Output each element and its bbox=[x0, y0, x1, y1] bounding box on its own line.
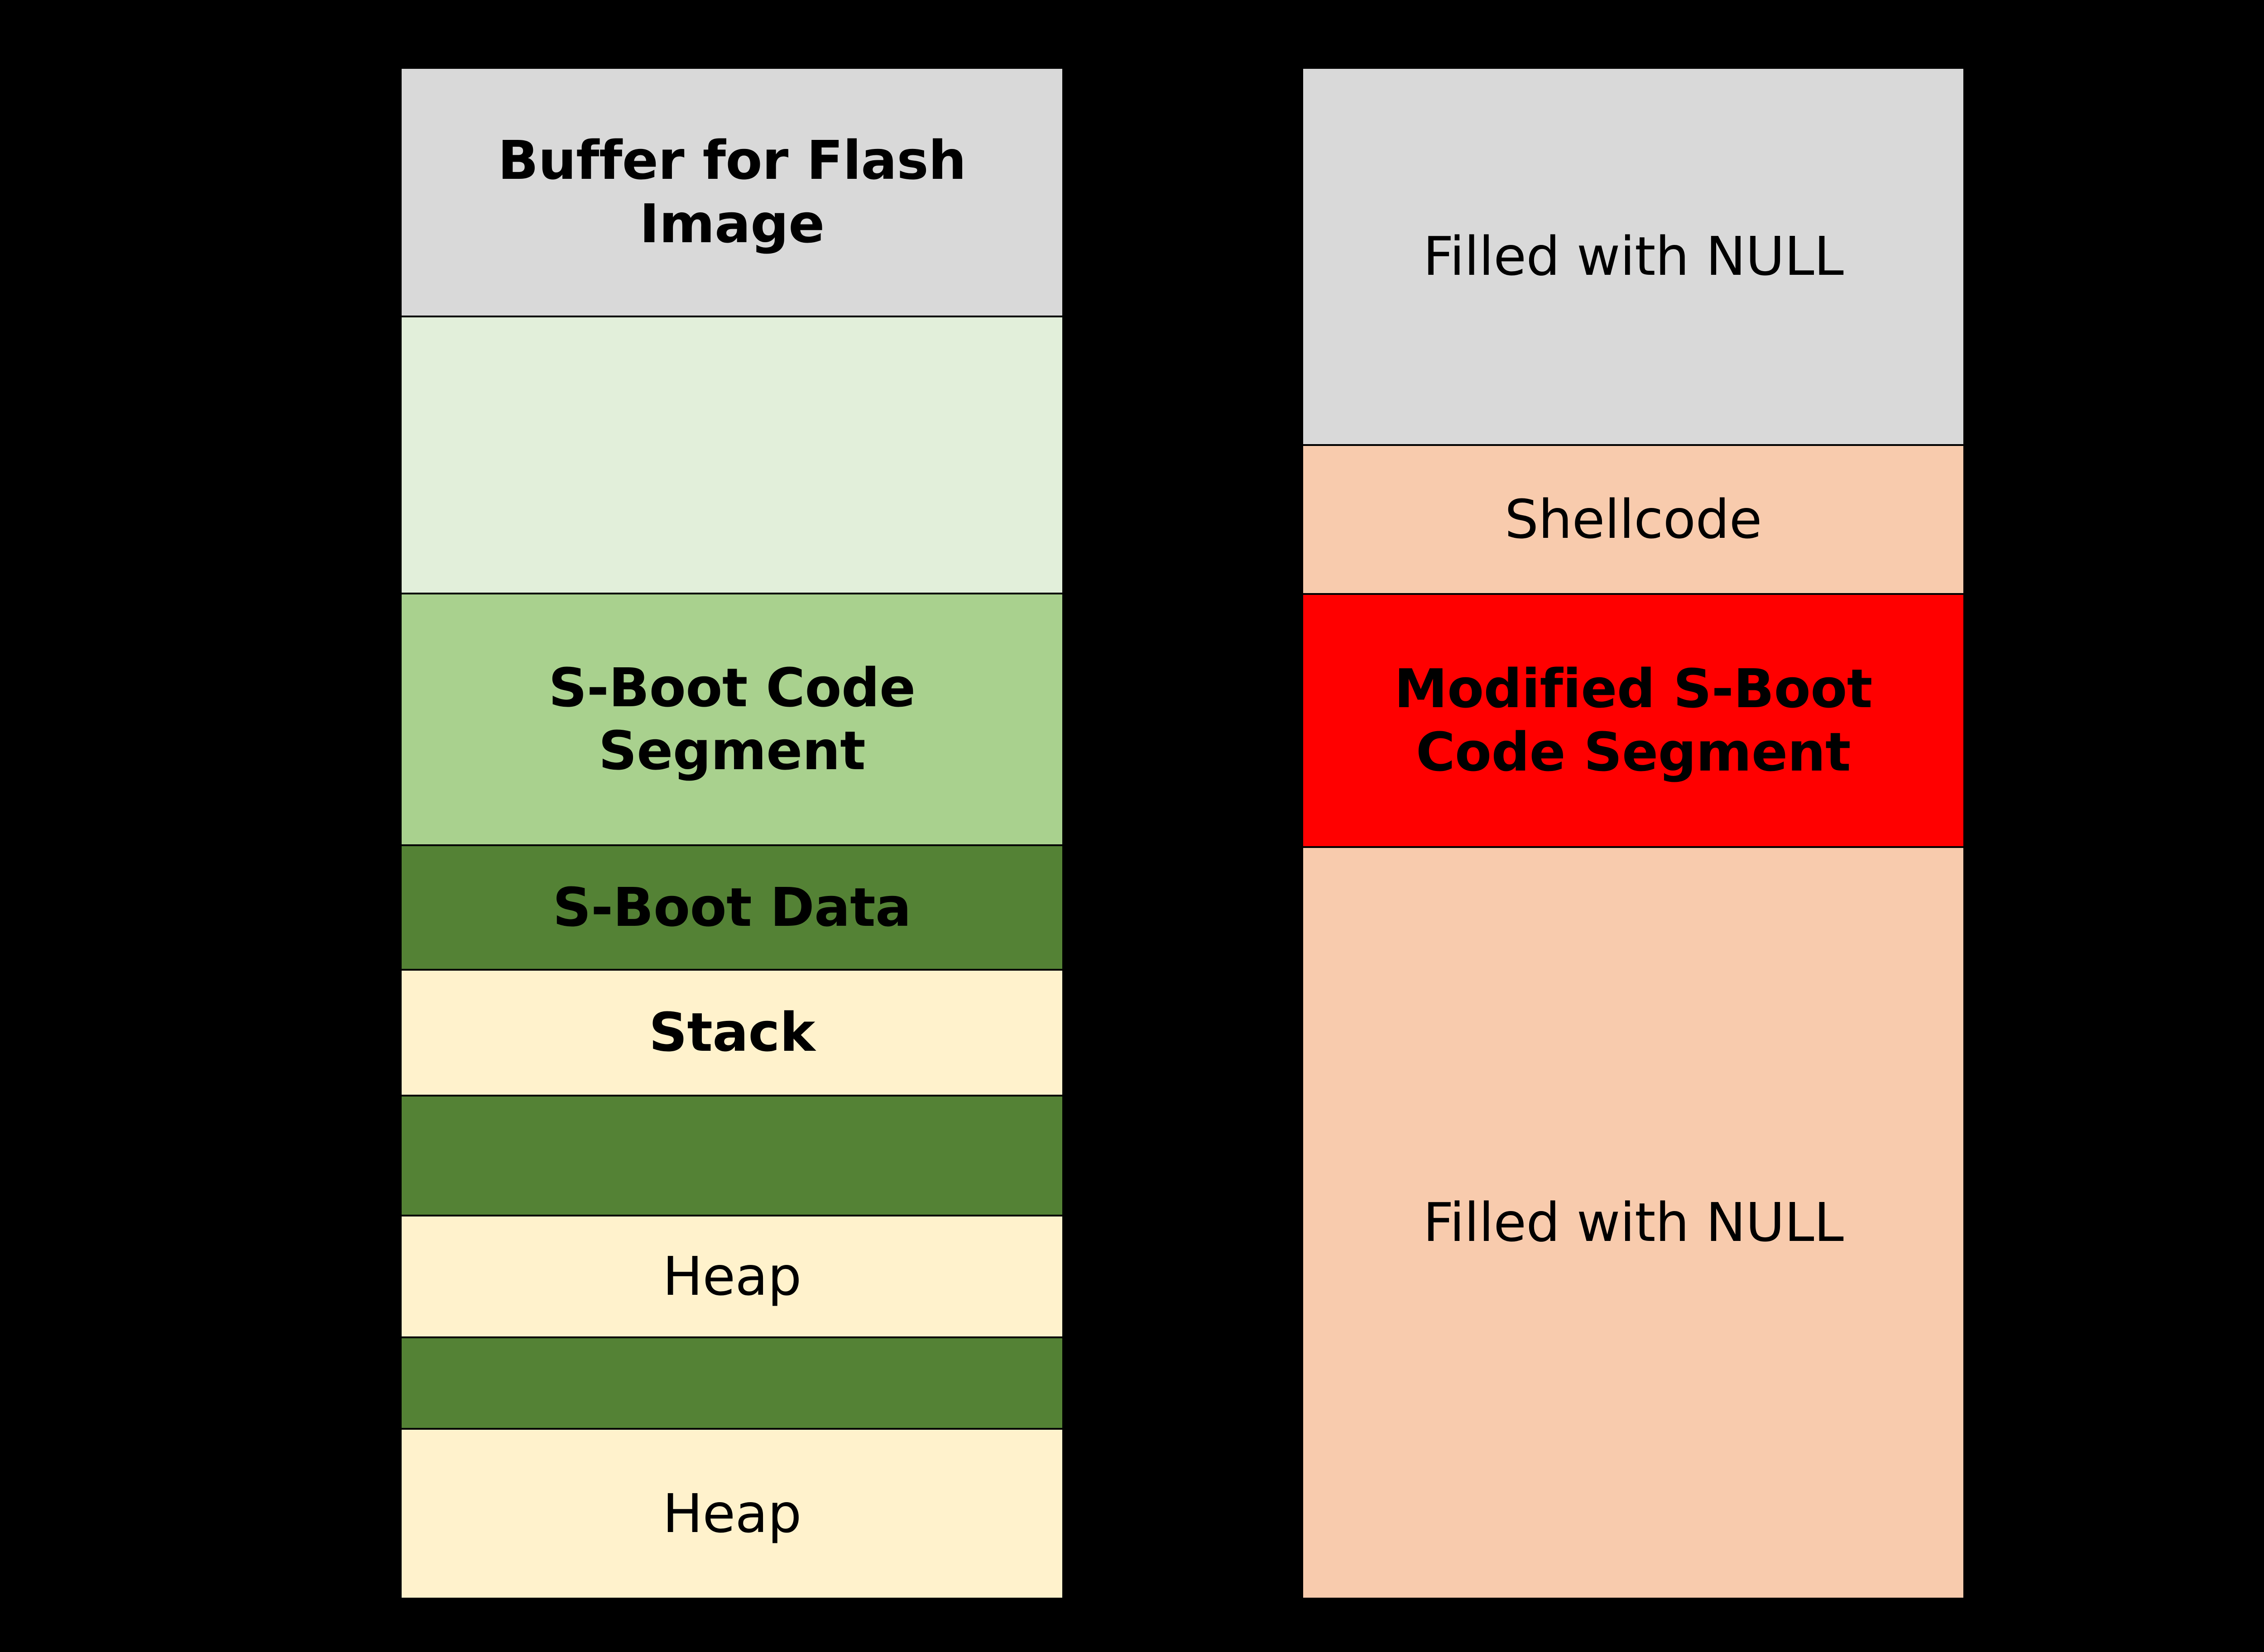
segment-label: Modified S-Boot Code Segment bbox=[1394, 657, 1872, 783]
segment-label: S-Boot Code Segment bbox=[548, 656, 916, 782]
segment-label: S-Boot Data bbox=[552, 876, 911, 939]
segment-heap-second: Heap bbox=[402, 1430, 1062, 1598]
segment-s-boot-code-segment: S-Boot Code Segment bbox=[402, 594, 1062, 846]
segment-s-boot-data: S-Boot Data bbox=[402, 846, 1062, 971]
segment-gap-two bbox=[402, 1338, 1062, 1430]
segment-label: Heap bbox=[662, 1482, 801, 1545]
segment-label: Shellcode bbox=[1505, 488, 1762, 551]
memory-column-original: Buffer for Flash Image S-Boot Code Segme… bbox=[400, 67, 1064, 1598]
segment-stack: Stack bbox=[402, 971, 1062, 1097]
segment-label: Buffer for Flash Image bbox=[498, 129, 966, 255]
segment-heap-first: Heap bbox=[402, 1216, 1062, 1338]
segment-filled-with-null-upper: Filled with NULL bbox=[1303, 69, 1963, 446]
segment-shellcode: Shellcode bbox=[1303, 446, 1963, 595]
segment-free-space-upper bbox=[402, 317, 1062, 594]
segment-buffer-for-flash-image: Buffer for Flash Image bbox=[402, 69, 1062, 317]
segment-label: Heap bbox=[662, 1245, 801, 1307]
segment-label: Filled with NULL bbox=[1423, 225, 1844, 287]
segment-gap-one bbox=[402, 1097, 1062, 1216]
segment-filled-with-null-lower: Filled with NULL bbox=[1303, 848, 1963, 1598]
segment-label: Stack bbox=[649, 1001, 815, 1064]
segment-label: Filled with NULL bbox=[1423, 1191, 1844, 1254]
segment-modified-s-boot-code-segment: Modified S-Boot Code Segment bbox=[1303, 595, 1963, 848]
memory-column-modified: Filled with NULL Shellcode Modified S-Bo… bbox=[1301, 67, 1965, 1598]
